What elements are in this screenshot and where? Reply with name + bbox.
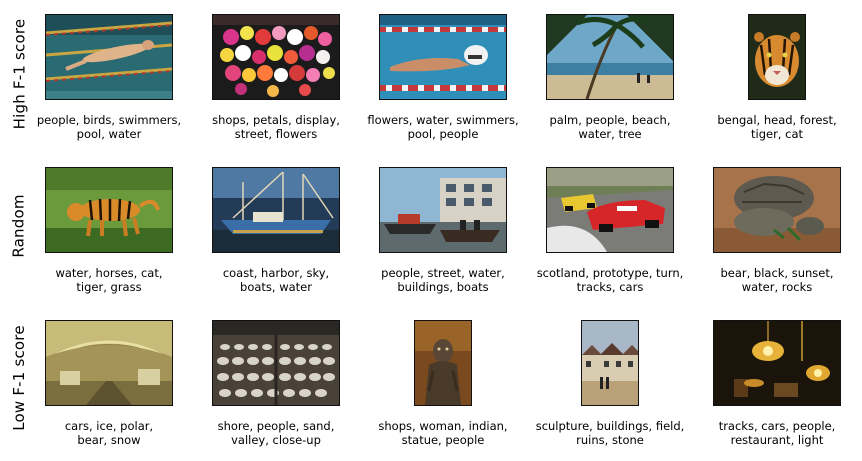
caption-line: restaurant, light bbox=[730, 433, 824, 447]
caption-line: shops, petals, display, bbox=[212, 113, 340, 127]
image-cell: tracks, cars, people, restaurant, light bbox=[693, 320, 861, 447]
caption-line: water, horses, cat, bbox=[55, 266, 163, 280]
image-cell: people, birds, swimmers, pool, water bbox=[25, 14, 193, 141]
tiger-head-photo bbox=[748, 14, 806, 100]
caption-line: shops, woman, indian, bbox=[378, 419, 508, 433]
image-caption: shops, petals, display, street, flowers bbox=[192, 113, 360, 141]
image-cell: water, horses, cat, tiger, grass bbox=[25, 167, 193, 294]
caption-line: shore, people, sand, bbox=[217, 419, 335, 433]
image-caption: flowers, water, swimmers, pool, people bbox=[359, 113, 527, 141]
caption-line: street, flowers bbox=[234, 127, 318, 141]
caption-line: pool, water bbox=[76, 127, 142, 141]
image-cell: people, street, water, buildings, boats bbox=[359, 167, 527, 294]
image-cell: shops, woman, indian, statue, people bbox=[359, 320, 527, 447]
image-caption: bear, black, sunset, water, rocks bbox=[693, 266, 861, 294]
caption-line: people, street, water, bbox=[381, 266, 505, 280]
caption-line: tracks, cars, people, bbox=[718, 419, 836, 433]
caption-line: tiger, cat bbox=[751, 127, 803, 141]
caption-line: bengal, head, forest, bbox=[717, 113, 837, 127]
caption-line: palm, people, beach, bbox=[549, 113, 671, 127]
race-cars-photo bbox=[546, 167, 674, 253]
statue-photo bbox=[414, 320, 472, 406]
tortoise-photo bbox=[713, 167, 841, 253]
caption-line: tiger, grass bbox=[76, 280, 142, 294]
image-caption: palm, people, beach, water, tree bbox=[526, 113, 694, 141]
palm-beach-photo bbox=[546, 14, 674, 100]
image-caption: sculpture, buildings, field, ruins, ston… bbox=[526, 419, 694, 447]
flower-display-photo bbox=[212, 14, 340, 100]
image-cell: scotland, prototype, turn, tracks, cars bbox=[526, 167, 694, 294]
village-houses-photo bbox=[581, 320, 639, 406]
caption-line: tracks, cars bbox=[576, 280, 644, 294]
swimmer-pool-photo bbox=[45, 14, 173, 100]
caption-line: water, rocks bbox=[741, 280, 813, 294]
image-cell: shops, petals, display, street, flowers bbox=[192, 14, 360, 141]
harbor-boats-photo bbox=[212, 167, 340, 253]
image-caption: bengal, head, forest, tiger, cat bbox=[693, 113, 861, 141]
image-caption: people, birds, swimmers, pool, water bbox=[25, 113, 193, 141]
image-caption: people, street, water, buildings, boats bbox=[359, 266, 527, 294]
caption-line: flowers, water, swimmers, bbox=[367, 113, 519, 127]
image-cell: coast, harbor, sky, boats, water bbox=[192, 167, 360, 294]
image-caption: scotland, prototype, turn, tracks, cars bbox=[526, 266, 694, 294]
caption-line: people, birds, swimmers, bbox=[36, 113, 182, 127]
caption-line: sculpture, buildings, field, bbox=[535, 419, 685, 433]
image-cell: bengal, head, forest, tiger, cat bbox=[693, 14, 861, 141]
image-cell: cars, ice, polar, bear, snow bbox=[25, 320, 193, 447]
caption-line: cars, ice, polar, bbox=[64, 419, 154, 433]
swimmer-cap-photo bbox=[379, 14, 507, 100]
image-caption: water, horses, cat, tiger, grass bbox=[25, 266, 193, 294]
image-cell: flowers, water, swimmers, pool, people bbox=[359, 14, 527, 141]
image-caption: shore, people, sand, valley, close-up bbox=[192, 419, 360, 447]
caption-line: statue, people bbox=[401, 433, 485, 447]
caption-line: bear, black, sunset, bbox=[720, 266, 834, 280]
image-cell: palm, people, beach, water, tree bbox=[526, 14, 694, 141]
image-caption: coast, harbor, sky, boats, water bbox=[192, 266, 360, 294]
caption-line: boats, water bbox=[240, 280, 312, 294]
caption-line: pool, people bbox=[407, 127, 479, 141]
canal-boats-photo bbox=[379, 167, 507, 253]
caption-line: water, tree bbox=[578, 127, 642, 141]
caption-line: buildings, boats bbox=[397, 280, 489, 294]
chandelier-photo bbox=[713, 320, 841, 406]
image-caption: shops, woman, indian, statue, people bbox=[359, 419, 527, 447]
image-caption: tracks, cars, people, restaurant, light bbox=[693, 419, 861, 447]
tiger-grass-photo bbox=[45, 167, 173, 253]
image-cell: sculpture, buildings, field, ruins, ston… bbox=[526, 320, 694, 447]
caption-line: scotland, prototype, turn, bbox=[536, 266, 684, 280]
subway-station-photo bbox=[45, 320, 173, 406]
image-cell: shore, people, sand, valley, close-up bbox=[192, 320, 360, 447]
caption-line: bear, snow bbox=[77, 433, 141, 447]
caption-line: ruins, stone bbox=[576, 433, 644, 447]
image-caption: cars, ice, polar, bear, snow bbox=[25, 419, 193, 447]
image-cell: bear, black, sunset, water, rocks bbox=[693, 167, 861, 294]
caption-line: coast, harbor, sky, bbox=[222, 266, 330, 280]
caption-line: valley, close-up bbox=[231, 433, 321, 447]
drying-fish-photo bbox=[212, 320, 340, 406]
